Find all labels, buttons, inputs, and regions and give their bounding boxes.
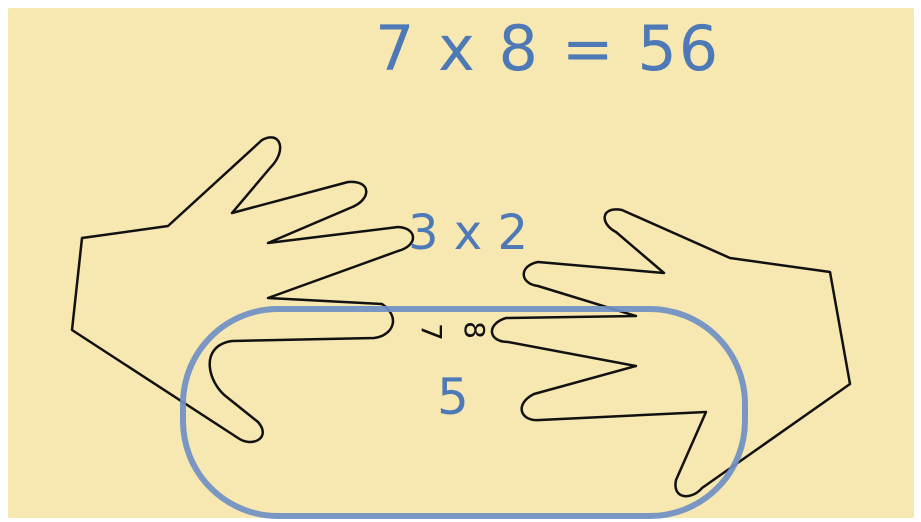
group-box bbox=[180, 306, 748, 519]
left-hand-icon bbox=[70, 136, 415, 444]
left-finger-number: 7 bbox=[414, 323, 448, 341]
tens-product-label: 3 x 2 bbox=[408, 205, 528, 261]
right-finger-number: 8 bbox=[457, 321, 491, 339]
sum-label: 5 bbox=[437, 368, 469, 426]
equation-text: 7 x 8 = 56 bbox=[375, 12, 721, 85]
right-hand-icon bbox=[490, 208, 852, 498]
